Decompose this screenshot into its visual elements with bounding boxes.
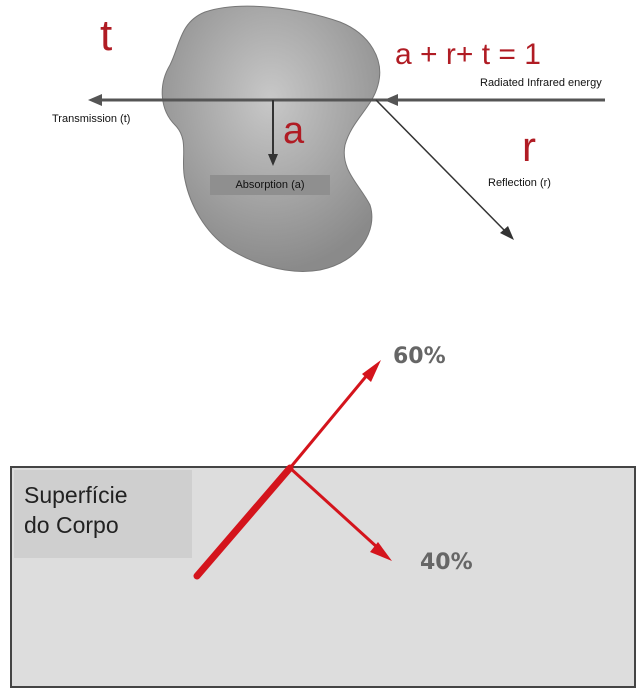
- letter-r: r: [522, 123, 536, 170]
- absorbed-arrowhead: [370, 542, 392, 561]
- reflected-arrowhead: [362, 360, 381, 382]
- incoming-arrowhead: [384, 94, 398, 106]
- body-surface-label-line1: Superfície: [24, 482, 128, 508]
- radiated-energy-label: Radiated Infrared energy: [480, 77, 602, 89]
- transmission-label: Transmission (t): [52, 113, 131, 125]
- transmission-arrowhead: [88, 94, 102, 106]
- absorbed-ray: [288, 466, 380, 550]
- reflected-ray: [288, 373, 370, 469]
- reflection-arrow: [375, 99, 507, 233]
- top-diagram: [88, 5, 605, 272]
- body-surface-label-line2: do Corpo: [24, 512, 119, 538]
- body-surface-label: Superfície do Corpo: [14, 470, 192, 558]
- absorption-label: Absorption (a): [210, 175, 330, 195]
- absorption-arrowhead: [268, 154, 278, 166]
- reflection-arrowhead: [500, 226, 514, 240]
- letter-t: t: [100, 11, 113, 60]
- letter-a: a: [283, 110, 305, 152]
- reflected-percent: 60%: [393, 344, 446, 369]
- bottom-arrows: [193, 360, 392, 580]
- object-blob: [161, 5, 381, 272]
- absorbed-percent: 40%: [420, 550, 473, 575]
- equation: a + r+ t = 1: [395, 38, 541, 71]
- incident-ray: [193, 464, 294, 580]
- reflection-label: Reflection (r): [488, 177, 551, 189]
